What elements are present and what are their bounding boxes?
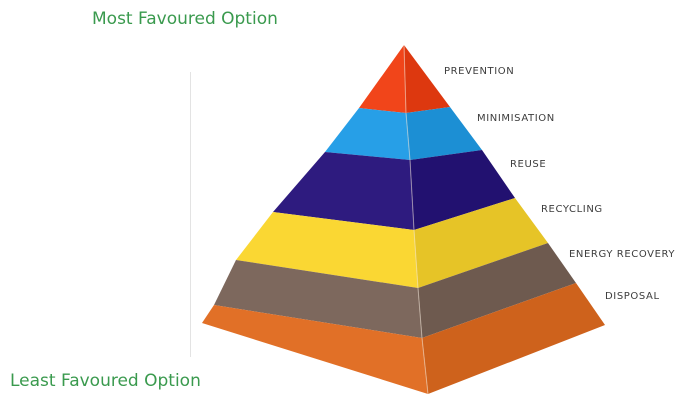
least-favoured-caption: Least Favoured Option (10, 371, 201, 391)
tier-disposal-right-face (422, 283, 605, 394)
tier-minimisation: MINIMISATION (325, 107, 555, 160)
tier-prevention-left-face (359, 45, 406, 113)
tier-reuse: REUSE (273, 150, 546, 230)
tier-recycling-label: RECYCLING (541, 204, 603, 215)
tier-prevention: PREVENTION (359, 45, 514, 113)
tier-minimisation-right-face (406, 107, 482, 160)
tier-reuse-left-face (273, 152, 414, 230)
tier-energy-recovery-label: ENERGY RECOVERY (569, 249, 675, 260)
tier-disposal: DISPOSAL (202, 283, 660, 394)
tier-disposal-left-face (202, 305, 428, 394)
tier-reuse-right-face (410, 150, 515, 230)
tier-minimisation-label: MINIMISATION (477, 113, 555, 124)
tier-energy-recovery: ENERGY RECOVERY (214, 243, 675, 338)
tier-recycling-left-face (236, 212, 418, 288)
tier-disposal-label: DISPOSAL (605, 291, 660, 302)
tier-energy-recovery-right-face (418, 243, 576, 338)
tier-prevention-right-face (404, 45, 450, 113)
most-favoured-caption: Most Favoured Option (92, 9, 278, 29)
tier-minimisation-left-face (325, 108, 410, 160)
tier-recycling-right-face (414, 198, 548, 288)
tier-energy-recovery-left-face (214, 260, 422, 338)
pyramid-ridge-line (403, 44, 429, 394)
divider-line (190, 72, 191, 357)
tier-reuse-label: REUSE (510, 159, 546, 170)
tier-prevention-label: PREVENTION (444, 66, 514, 77)
tier-recycling: RECYCLING (236, 198, 603, 288)
